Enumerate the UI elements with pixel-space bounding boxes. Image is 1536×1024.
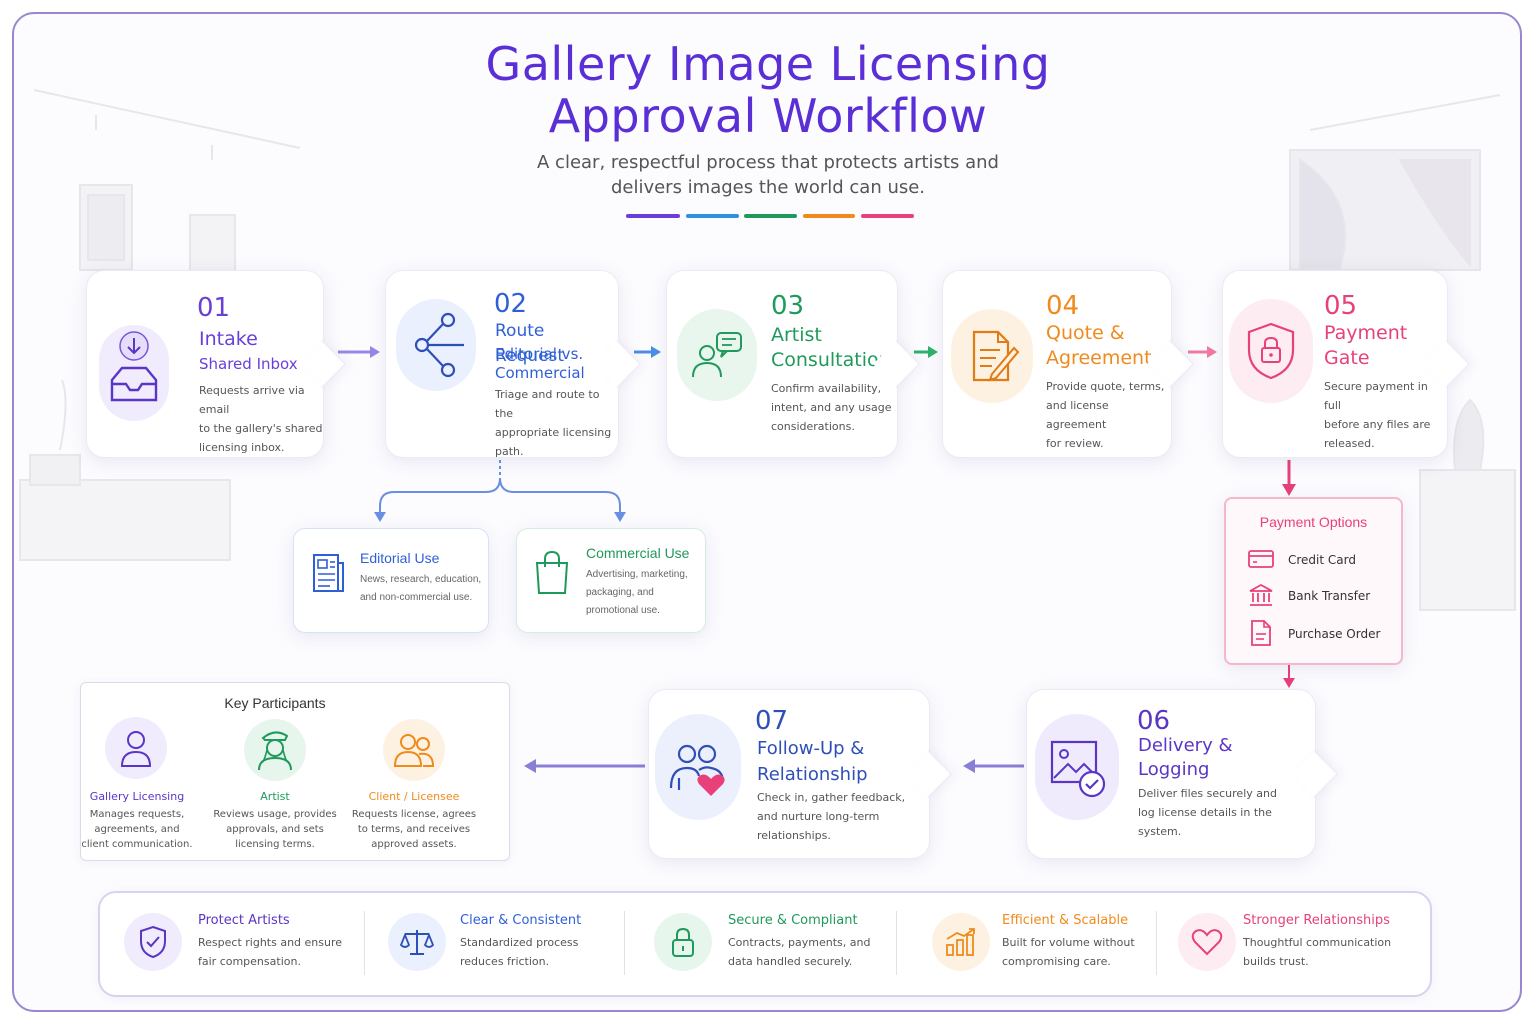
participant-description: Manages requests, agreements, and client…: [81, 809, 193, 850]
step-number: 04: [1046, 291, 1080, 321]
step-card-07[interactable]: 07 Follow-Up & Relationship Check in, ga…: [648, 689, 930, 859]
purchase-order-icon: [1250, 619, 1272, 652]
page-subtitle: A clear, respectful process that protect…: [0, 150, 1536, 200]
route-description: News, research, education, and non-comme…: [360, 574, 482, 603]
divider: [364, 911, 365, 975]
route-title: Commercial Use: [586, 545, 690, 561]
step-number: 02: [494, 289, 528, 319]
scales-icon: [388, 913, 446, 971]
step-description: Deliver files securely and log license d…: [1138, 787, 1277, 838]
shopping-bag-icon: [533, 549, 571, 600]
image-check-icon: [1035, 714, 1119, 820]
person-icon: [105, 717, 167, 779]
credit-card-icon: [1248, 549, 1274, 574]
branch-icon: [396, 299, 476, 391]
inbox-icon: [99, 325, 169, 421]
step-description: Requests arrive via email to the gallery…: [199, 384, 323, 454]
shield-lock-icon: [1229, 299, 1313, 403]
heart-icon: [1178, 913, 1236, 971]
benefit-title: Protect Artists: [198, 913, 290, 928]
step-subtitle: Shared Inbox: [199, 355, 298, 373]
payment-options-title: Payment Options: [1259, 514, 1368, 530]
route-card-commercial[interactable]: Commercial Use Advertising, marketing, p…: [516, 528, 706, 633]
document-pen-icon: [951, 309, 1033, 403]
benefit-title: Efficient & Scalable: [1002, 913, 1129, 928]
route-description: Advertising, marketing, packaging, and p…: [586, 569, 688, 616]
step-description: Confirm availability, intent, and any us…: [771, 382, 892, 433]
key-participants-panel: Key Participants Gallery Licensing Manag…: [80, 682, 510, 861]
step-card-03[interactable]: 03 Artist Consultation Confirm availabil…: [666, 270, 898, 458]
payment-options-panel: Payment Options Credit Card Bank Transfe…: [1224, 497, 1403, 665]
benefit-description: Built for volume without compromising ca…: [1002, 936, 1135, 968]
step-description: Triage and route to the appropriate lice…: [495, 388, 612, 458]
step-number: 01: [197, 293, 231, 323]
step-description: Provide quote, terms, and license agreem…: [1046, 380, 1165, 450]
step-subtitle: Editorial vs. Commercial: [495, 345, 585, 382]
benefit-title: Secure & Compliant: [728, 913, 858, 928]
step-title: Quote & Agreement: [1046, 322, 1152, 369]
step-card-04[interactable]: 04 Quote & Agreement Provide quote, term…: [942, 270, 1172, 458]
newspaper-icon: [310, 551, 346, 600]
participants-title: Key Participants: [224, 695, 326, 711]
bank-icon: [1248, 583, 1274, 612]
benefit-description: Contracts, payments, and data handled se…: [728, 936, 871, 968]
participant-name: Artist: [260, 790, 290, 803]
step-number: 05: [1324, 291, 1358, 321]
step-number: 07: [755, 706, 789, 736]
divider: [624, 911, 625, 975]
benefit-title: Stronger Relationships: [1243, 913, 1390, 928]
benefit-description: Standardized process reduces friction.: [460, 936, 579, 968]
step-card-06[interactable]: 06 Delivery & Logging Deliver files secu…: [1026, 689, 1316, 859]
step-number: 03: [771, 291, 805, 321]
step-card-01[interactable]: 01 Intake Shared Inbox Requests arrive v…: [86, 270, 324, 458]
participant-name: Gallery Licensing: [89, 790, 185, 803]
title-line-1: Gallery Image Licensing: [485, 37, 1051, 91]
step-title: Follow-Up & Relationship: [757, 738, 868, 785]
benefit-description: Thoughtful communication builds trust.: [1243, 936, 1392, 968]
step-description: Check in, gather feedback, and nurture l…: [757, 791, 906, 842]
chart-growth-icon: [932, 913, 990, 971]
step-title: Route Request: [495, 321, 565, 366]
step-title: Intake: [199, 328, 258, 350]
divider: [896, 911, 897, 975]
payment-option-credit-card[interactable]: Credit Card: [1288, 553, 1356, 567]
page-title: Gallery Image Licensing Approval Workflo…: [0, 38, 1536, 142]
group-icon: [383, 719, 445, 781]
artist-icon: [244, 719, 306, 781]
consultation-icon: [677, 309, 757, 401]
benefit-description: Respect rights and ensure fair compensat…: [198, 936, 343, 968]
payment-option-purchase-order[interactable]: Purchase Order: [1288, 627, 1381, 641]
step-number: 06: [1137, 706, 1171, 736]
people-heart-icon: [655, 714, 741, 820]
step-title: Payment Gate: [1324, 322, 1408, 369]
shield-check-icon: [124, 913, 182, 971]
participant-description: Reviews usage, provides approvals, and s…: [213, 809, 337, 850]
step-title: Artist Consultation: [771, 324, 891, 371]
step-description: Secure payment in full before any files …: [1324, 380, 1431, 450]
step-title: Delivery & Logging: [1138, 735, 1233, 780]
route-card-editorial[interactable]: Editorial Use News, research, education,…: [293, 528, 489, 633]
subtitle-line-2: delivers images the world can use.: [610, 177, 926, 198]
participant-description: Requests license, agrees to terms, and r…: [351, 809, 477, 850]
subtitle-line-1: A clear, respectful process that protect…: [537, 152, 999, 173]
payment-option-bank-transfer[interactable]: Bank Transfer: [1288, 589, 1371, 603]
benefit-title: Clear & Consistent: [460, 913, 582, 928]
lock-icon: [654, 913, 712, 971]
benefits-bar: Protect Artists Respect rights and ensur…: [98, 891, 1432, 997]
participant-name: Client / Licensee: [368, 790, 460, 803]
title-line-2: Approval Workflow: [548, 89, 988, 143]
divider: [1156, 911, 1157, 975]
step-card-02[interactable]: 02 Route Request Editorial vs. Commercia…: [385, 270, 619, 458]
route-title: Editorial Use: [360, 550, 440, 566]
step-card-05[interactable]: 05 Payment Gate Secure payment in full b…: [1222, 270, 1448, 458]
